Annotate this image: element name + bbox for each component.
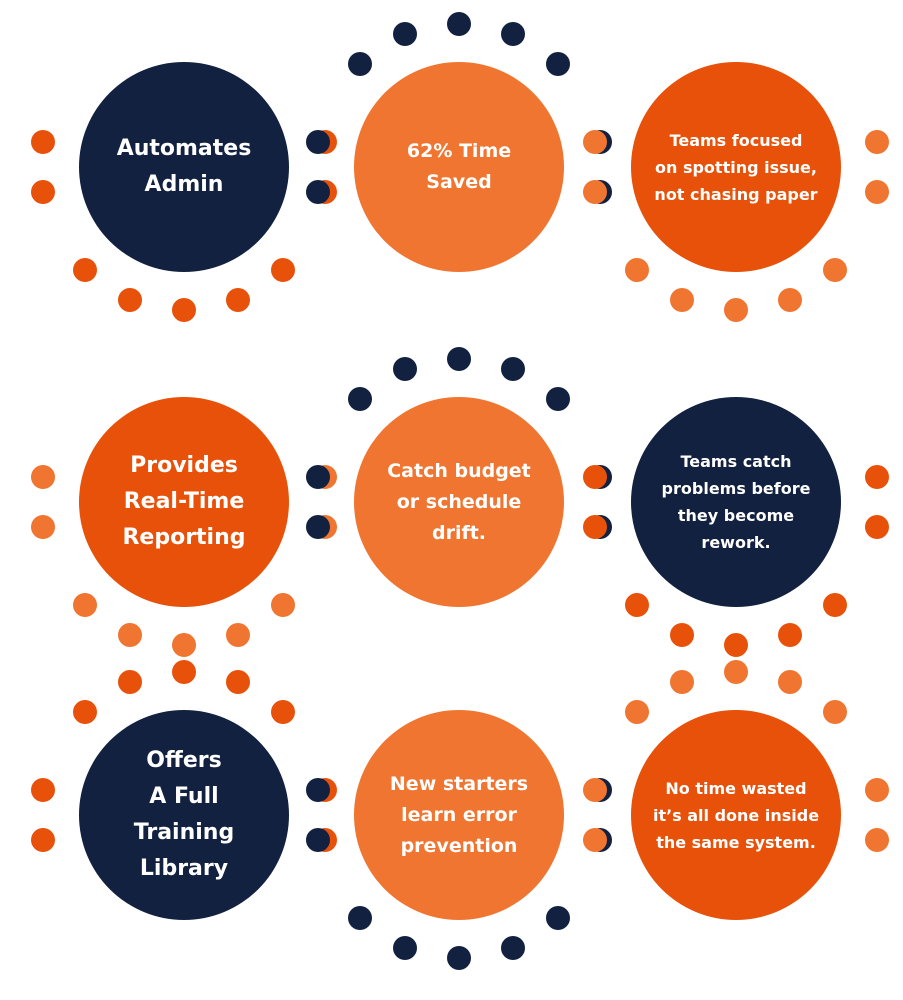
decorative-dot <box>583 130 608 155</box>
circle-no-time-wasted: No time wasted it’s all done inside the … <box>631 710 841 920</box>
decorative-dot <box>670 622 695 647</box>
decorative-dot <box>271 700 296 725</box>
decorative-dot <box>777 287 802 312</box>
decorative-dot <box>546 52 571 77</box>
decorative-dot <box>118 670 143 695</box>
circle-label: New starters learn error prevention <box>389 772 529 857</box>
decorative-dot <box>347 52 372 77</box>
decorative-dot <box>306 130 331 155</box>
decorative-dot <box>225 622 250 647</box>
decorative-dot <box>225 670 250 695</box>
decorative-dot <box>724 660 748 684</box>
decorative-dot <box>670 287 695 312</box>
decorative-dot <box>864 465 889 490</box>
circle-label: Automates Admin <box>116 136 252 197</box>
circle-label: Teams catch problems before they become … <box>661 452 811 552</box>
decorative-dot <box>347 905 372 930</box>
decorative-dot <box>31 130 56 155</box>
decorative-dot <box>777 670 802 695</box>
decorative-dot <box>393 22 418 47</box>
decorative-dot <box>500 935 525 960</box>
decorative-dot <box>31 514 56 539</box>
decorative-dot <box>393 935 418 960</box>
decorative-dot <box>724 633 748 657</box>
decorative-dot <box>546 387 571 412</box>
circle-label: Catch budget or schedule drift. <box>387 459 531 544</box>
decorative-dot <box>447 347 471 371</box>
circle-label: 62% Time Saved <box>406 140 512 193</box>
decorative-dot <box>583 778 608 803</box>
decorative-dot <box>583 514 608 539</box>
decorative-dot <box>31 179 56 204</box>
decorative-dot <box>823 700 848 725</box>
decorative-dot <box>393 357 418 382</box>
circle-catch-budget: Catch budget or schedule drift. <box>354 397 564 607</box>
decorative-dot <box>624 257 649 282</box>
decorative-dot <box>72 592 97 617</box>
decorative-dot <box>583 179 608 204</box>
decorative-dot <box>72 257 97 282</box>
circle-label: Offers A Full Training Library <box>133 748 235 881</box>
decorative-dot <box>347 387 372 412</box>
circle-time-saved: 62% Time Saved <box>354 62 564 272</box>
decorative-dot <box>864 778 889 803</box>
circle-automates-admin: Automates Admin <box>79 62 289 272</box>
decorative-dot <box>172 660 196 684</box>
decorative-dot <box>306 827 331 852</box>
decorative-dot <box>670 670 695 695</box>
decorative-dot <box>823 257 848 282</box>
decorative-dot <box>118 287 143 312</box>
decorative-dot <box>500 22 525 47</box>
circle-label: Provides Real-Time Reporting <box>122 453 246 550</box>
decorative-dot <box>864 514 889 539</box>
decorative-dot <box>583 827 608 852</box>
decorative-dot <box>864 130 889 155</box>
decorative-dot <box>624 700 649 725</box>
decorative-dot <box>583 465 608 490</box>
decorative-dot <box>306 778 331 803</box>
decorative-dot <box>172 633 196 657</box>
circle-real-time-reporting: Provides Real-Time Reporting <box>79 397 289 607</box>
circle-label: Teams focused on spotting issue, not cha… <box>654 130 818 204</box>
decorative-dot <box>447 12 471 36</box>
decorative-dot <box>306 465 331 490</box>
decorative-dot <box>271 257 296 282</box>
decorative-dot <box>172 298 196 322</box>
decorative-dot <box>306 179 331 204</box>
decorative-dot <box>724 298 748 322</box>
decorative-dot <box>72 700 97 725</box>
circle-label: No time wasted it’s all done inside the … <box>652 778 820 852</box>
circle-new-starters: New starters learn error prevention <box>354 710 564 920</box>
decorative-dot <box>31 465 56 490</box>
decorative-dot <box>777 622 802 647</box>
decorative-dot <box>864 827 889 852</box>
decorative-dot <box>271 592 296 617</box>
decorative-dot <box>500 357 525 382</box>
decorative-dot <box>31 827 56 852</box>
decorative-dot <box>31 778 56 803</box>
decorative-dot <box>624 592 649 617</box>
decorative-dot <box>546 905 571 930</box>
decorative-dot <box>864 179 889 204</box>
decorative-dot <box>306 514 331 539</box>
circle-teams-focused: Teams focused on spotting issue, not cha… <box>631 62 841 272</box>
decorative-dot <box>225 287 250 312</box>
circle-teams-catch-problems: Teams catch problems before they become … <box>631 397 841 607</box>
decorative-dot <box>823 592 848 617</box>
circle-training-library: Offers A Full Training Library <box>79 710 289 920</box>
decorative-dot <box>447 946 471 970</box>
decorative-dot <box>118 622 143 647</box>
